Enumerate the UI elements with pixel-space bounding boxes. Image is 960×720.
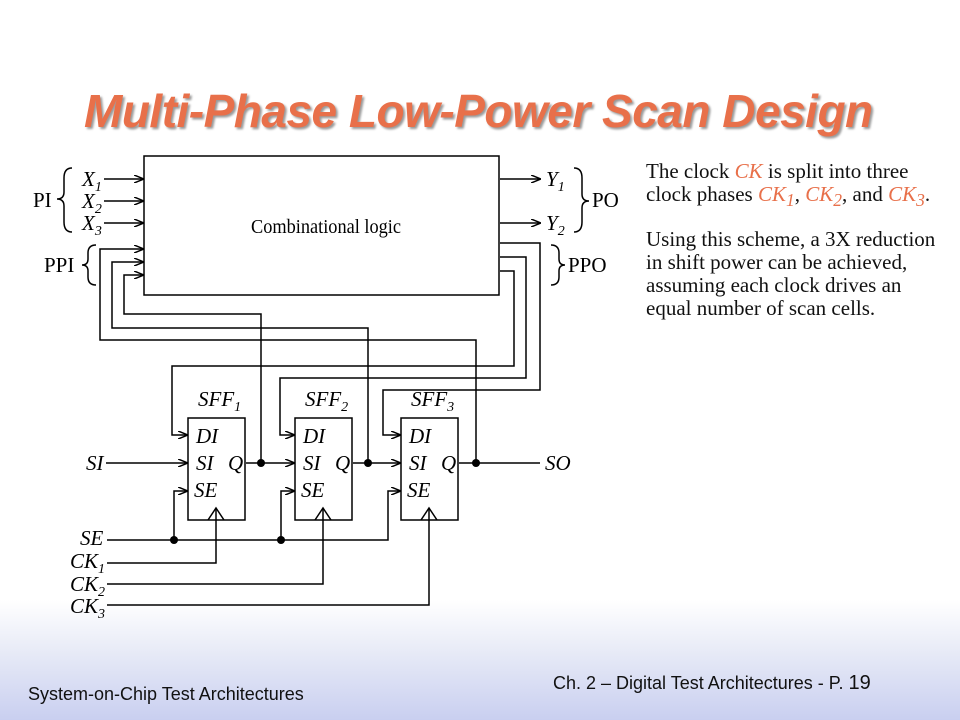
page-number: 19 (848, 672, 871, 694)
ppi-feedback-wire-3 (99, 249, 477, 463)
junction-dot (257, 459, 265, 467)
svg-text:DI: DI (195, 424, 219, 448)
junction-dot (277, 536, 285, 544)
ck2-label: CK2 (70, 572, 105, 600)
ck3-wire (107, 508, 430, 606)
ppo-wire-3 (382, 242, 541, 435)
footer-chapter-page: Ch. 2 – Digital Test Architectures - P. … (553, 672, 871, 694)
junction-dot (170, 536, 178, 544)
ppi-brace (81, 244, 97, 286)
scan-cell-sff2: DI SI Q SE SFF2 (294, 387, 353, 521)
se-branch-1 (173, 491, 187, 540)
svg-text:SI: SI (303, 451, 322, 475)
svg-text:Q: Q (335, 451, 350, 475)
ck3-label: CK3 (70, 594, 105, 622)
scan-cell-sff1: DI SI Q SE SFF1 (187, 387, 246, 521)
output-y2-label: Y2 (546, 211, 565, 239)
ppo-brace (550, 244, 566, 286)
po-brace (573, 167, 590, 233)
footer-band (0, 600, 960, 720)
scan-out-label: SO (545, 451, 571, 475)
ppo-wire-2 (279, 256, 527, 435)
se-branch-2 (280, 491, 294, 540)
sff1-label: SFF1 (198, 387, 241, 415)
junction-dot (364, 459, 372, 467)
input-x2-label: X2 (81, 189, 102, 217)
svg-text:Q: Q (441, 451, 456, 475)
se-wire (107, 491, 400, 541)
input-x1-label: X1 (81, 167, 102, 195)
junction-dot (472, 459, 480, 467)
pi-label: PI (33, 188, 52, 212)
svg-text:SI: SI (409, 451, 428, 475)
sff2-label: SFF2 (305, 387, 348, 415)
svg-text:SI: SI (196, 451, 215, 475)
pi-brace (56, 167, 73, 233)
ck1-label: CK1 (70, 549, 105, 577)
ppo-wire-1 (171, 270, 515, 435)
combinational-logic-block (143, 155, 500, 296)
ck2-wire (107, 508, 324, 585)
output-y1-label: Y1 (546, 167, 565, 195)
ppi-feedback-wire-1 (123, 275, 262, 463)
se-label: SE (80, 526, 104, 550)
svg-text:DI: DI (408, 424, 432, 448)
ppi-feedback-wire-2 (111, 262, 369, 463)
ck1-wire (107, 508, 217, 564)
svg-text:SE: SE (407, 478, 431, 502)
svg-text:SE: SE (194, 478, 218, 502)
scan-in-label: SI (86, 451, 105, 475)
scan-cell-sff3: DI SI Q SE SFF3 (400, 387, 459, 521)
combinational-logic-label: Combinational logic (251, 216, 401, 238)
paragraph-clock-split: The clock CK is split into three clock p… (646, 159, 931, 211)
ppi-label: PPI (44, 253, 74, 277)
svg-text:Q: Q (228, 451, 243, 475)
sff3-label: SFF3 (411, 387, 454, 415)
explanation-text: The clock CK is split into three clock p… (646, 160, 936, 336)
po-label: PO (592, 188, 619, 212)
svg-text:SE: SE (301, 478, 325, 502)
ppo-label: PPO (568, 253, 607, 277)
input-x3-label: X3 (81, 211, 102, 239)
svg-text:DI: DI (302, 424, 326, 448)
slide-title: Multi-Phase Low-Power Scan Design (84, 85, 873, 137)
paragraph-power-reduction: Using this scheme, a 3X reduction in shi… (646, 227, 936, 321)
footer-book-title: System-on-Chip Test Architectures (28, 684, 304, 704)
